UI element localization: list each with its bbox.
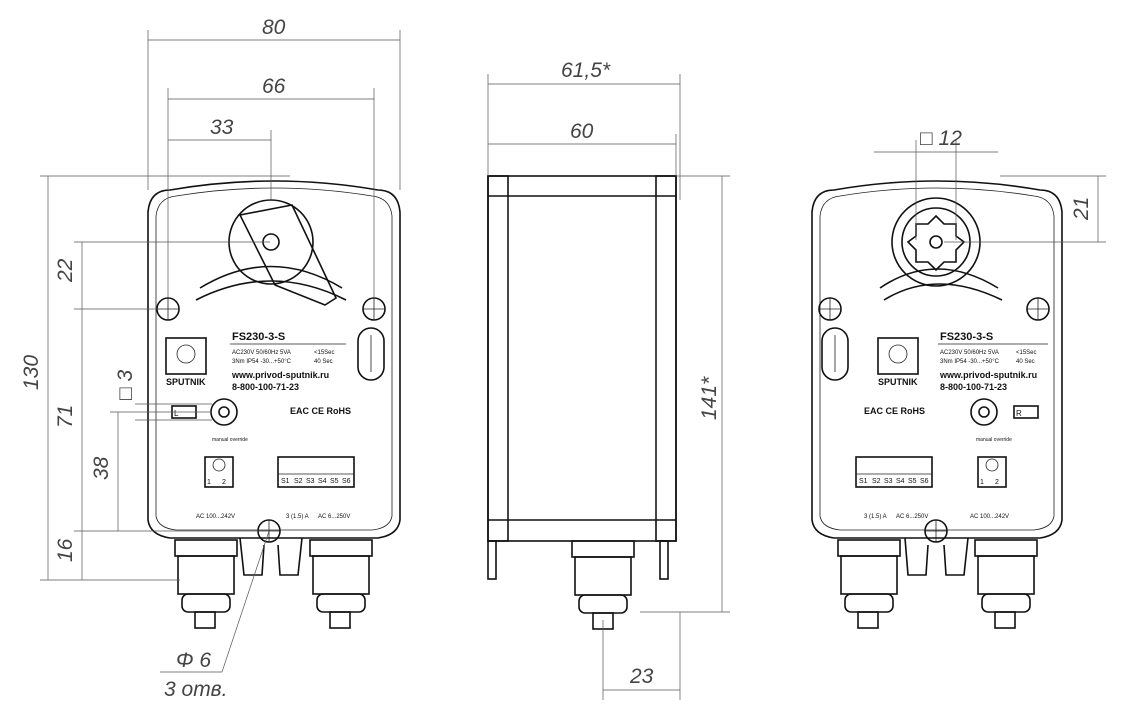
back-phone: 8-800-100-71-23 xyxy=(940,382,1007,392)
back-certs: EAC CE RoHS xyxy=(864,406,925,416)
back-sputnik-logo-icon xyxy=(877,337,919,375)
back-ac-left: 3 (1.5) A xyxy=(864,514,887,520)
dim-130: 130 xyxy=(20,355,43,390)
dim-66: 66 xyxy=(262,75,286,98)
dim-23: 23 xyxy=(629,665,654,688)
front-view: SPUTNIK FS230-3-S AC230V 50/60Hz 5VA <15… xyxy=(147,180,401,629)
front-l-switch: L xyxy=(174,409,179,418)
front-right-gland xyxy=(309,539,373,629)
front-s1: S1 xyxy=(281,478,290,485)
back-spec1: AC230V 50/60Hz 5VA xyxy=(940,350,999,356)
back-spec1b: <15Sec xyxy=(1016,350,1037,356)
front-s5: S5 xyxy=(330,478,339,485)
sputnik-logo-icon xyxy=(165,337,207,375)
back-motor-term-2: 2 xyxy=(995,479,999,486)
back-url: www.privod-sputnik.ru xyxy=(939,370,1037,380)
dim-60: 60 xyxy=(570,120,594,143)
dim-sq12: □ 12 xyxy=(920,127,962,150)
side-dimensions: 61,5* 60 141* 23 xyxy=(487,59,730,700)
front-ac-right: AC 6...250V xyxy=(318,514,350,520)
front-s3: S3 xyxy=(306,478,315,485)
front-s2: S2 xyxy=(294,478,303,485)
back-view: SPUTNIK FS230-3-S AC230V 50/60Hz 5VA <15… xyxy=(811,180,1063,629)
back-override: manual override xyxy=(976,437,1012,443)
dim-3-holes: 3 отв. xyxy=(164,678,227,701)
back-ac-right: AC 100...242V xyxy=(970,514,1009,520)
front-override: manual override xyxy=(212,437,248,443)
front-phone: 8-800-100-71-23 xyxy=(232,382,299,392)
back-ac-mid: AC 6...250V xyxy=(896,514,928,520)
back-left-gland xyxy=(837,539,901,629)
front-spec1: AC230V 50/60Hz 5VA xyxy=(232,350,291,356)
front-brand: SPUTNIK xyxy=(166,377,206,387)
front-spec2: 3Nm IP54 -30...+50°C xyxy=(232,359,292,365)
back-brand: SPUTNIK xyxy=(878,377,918,387)
front-motor-term-2: 2 xyxy=(222,479,226,486)
back-s2: S2 xyxy=(872,478,881,485)
front-s4: S4 xyxy=(318,478,327,485)
front-spec1b: <15Sec xyxy=(314,350,335,356)
dim-phi6: Φ 6 xyxy=(176,649,211,672)
back-s3: S3 xyxy=(884,478,893,485)
back-spec2: 3Nm IP54 -30...+50°C xyxy=(940,359,1000,365)
dim-38: 38 xyxy=(90,456,113,480)
back-spec2b: 40 Sec xyxy=(1016,359,1035,365)
side-view xyxy=(487,175,677,630)
back-dimensions: □ 12 21 xyxy=(874,127,1106,243)
front-url: www.privod-sputnik.ru xyxy=(231,370,329,380)
back-s1: S1 xyxy=(859,478,868,485)
front-motor-term-1: 1 xyxy=(207,479,211,486)
back-right-gland xyxy=(974,539,1038,629)
back-switch-labels: S1 S2 S3 S4 S5 S6 xyxy=(859,478,929,485)
dim-16: 16 xyxy=(54,538,77,562)
dim-sq3: □ 3 xyxy=(114,369,137,400)
front-spec2b: 40 Sec xyxy=(314,359,333,365)
back-s6: S6 xyxy=(920,478,929,485)
dim-61-5: 61,5* xyxy=(561,59,611,82)
side-gland xyxy=(571,540,635,630)
dim-80: 80 xyxy=(262,16,286,39)
front-dimensions: 80 66 33 130 22 71 38 16 □ 3 Φ 6 3 отв. xyxy=(20,16,401,701)
dim-141: 141* xyxy=(698,376,721,420)
front-model: FS230-3-S xyxy=(232,331,285,343)
front-switch-labels: S1 S2 S3 S4 S5 S6 xyxy=(281,478,351,485)
front-left-gland xyxy=(174,539,238,629)
back-motor-term-1: 1 xyxy=(980,479,984,486)
back-s5: S5 xyxy=(908,478,917,485)
star-shaft-icon xyxy=(906,214,966,272)
dim-71: 71 xyxy=(54,405,77,428)
back-s4: S4 xyxy=(896,478,905,485)
dim-33: 33 xyxy=(210,116,234,139)
front-ac-mid: 3 (1.5) A xyxy=(286,514,309,520)
front-ac-left: AC 100...242V xyxy=(196,514,235,520)
dim-22: 22 xyxy=(54,258,77,283)
back-r-switch: R xyxy=(1016,409,1022,418)
dim-21: 21 xyxy=(1070,197,1093,221)
front-certs: EAC CE RoHS xyxy=(290,406,351,416)
front-s6: S6 xyxy=(342,478,351,485)
back-model: FS230-3-S xyxy=(940,331,993,343)
